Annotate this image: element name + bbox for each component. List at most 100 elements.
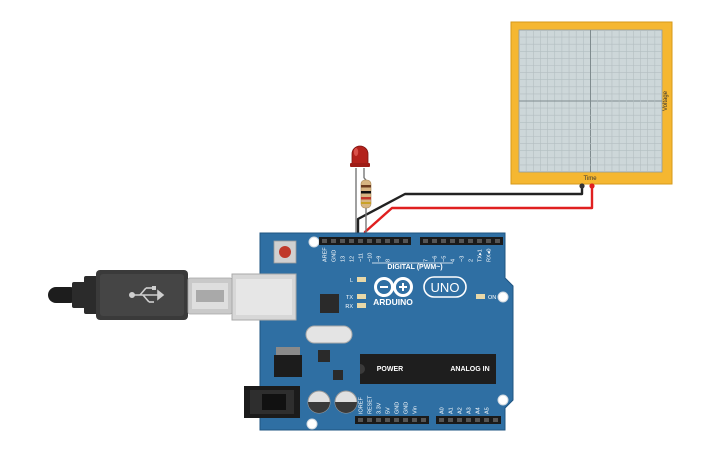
digital-right-pin[interactable] xyxy=(486,239,491,243)
svg-text:ON: ON xyxy=(488,295,496,301)
analog-pin-label: A4 xyxy=(476,407,482,414)
analog-pin-label: A3 xyxy=(467,407,473,414)
digital-left-pin[interactable] xyxy=(322,239,327,243)
digital-right-pin-label: ~5 xyxy=(442,256,448,262)
arduino-infinity-logo xyxy=(374,277,413,297)
analog-pin[interactable] xyxy=(475,418,480,422)
analog-pin-label: A2 xyxy=(458,407,464,414)
digital-right-pin-label: 2 xyxy=(469,259,475,262)
digital-right-pin-label: ~3 xyxy=(460,256,466,262)
digital-right-pin-label: 7 xyxy=(424,259,430,262)
digital-right-pin[interactable] xyxy=(432,239,437,243)
svg-text:L: L xyxy=(350,278,353,284)
power-header[interactable] xyxy=(355,416,429,424)
digital-left-pin[interactable] xyxy=(385,239,390,243)
digital-right-pin[interactable] xyxy=(423,239,428,243)
digital-right-pin[interactable] xyxy=(468,239,473,243)
digital-right-pin[interactable] xyxy=(495,239,500,243)
small-chip xyxy=(333,370,343,380)
power-pin[interactable] xyxy=(403,418,408,422)
power-pin[interactable] xyxy=(412,418,417,422)
digital-right-pin[interactable] xyxy=(459,239,464,243)
power-pin[interactable] xyxy=(376,418,381,422)
led-l: L xyxy=(350,277,366,284)
digital-left-pin-label: ~9 xyxy=(377,256,383,262)
digital-left-pin-label: 13 xyxy=(341,256,347,262)
digital-label: DIGITAL (PWM~) xyxy=(387,264,442,271)
digital-left-pin-label: AREF xyxy=(323,247,329,262)
power-pin[interactable] xyxy=(385,418,390,422)
power-pin-label: IOREF xyxy=(359,397,365,414)
digital-right-pin[interactable] xyxy=(477,239,482,243)
power-jack xyxy=(244,386,300,418)
power-pin-label: RESET xyxy=(368,395,374,414)
led-on: ON xyxy=(476,294,496,301)
digital-left-pin[interactable] xyxy=(367,239,372,243)
digital-left-pin[interactable] xyxy=(376,239,381,243)
digital-right-pin[interactable] xyxy=(450,239,455,243)
analog-pin[interactable] xyxy=(448,418,453,422)
arduino-brand: ARDUINO xyxy=(373,297,413,307)
digital-header-right[interactable] xyxy=(420,237,503,245)
power-pin-label: Vin xyxy=(413,406,419,414)
reset-button[interactable] xyxy=(273,240,297,264)
digital-left-pin[interactable] xyxy=(403,239,408,243)
digital-left-pin[interactable] xyxy=(394,239,399,243)
oscilloscope-grid xyxy=(519,30,662,172)
digital-right-pin[interactable] xyxy=(441,239,446,243)
digital-header-left[interactable] xyxy=(319,237,411,245)
analog-pin[interactable] xyxy=(457,418,462,422)
svg-text:RX: RX xyxy=(345,304,353,310)
power-pin-label: GND xyxy=(404,402,410,414)
capacitor xyxy=(334,390,358,414)
analog-pin-label: A5 xyxy=(485,407,491,414)
analog-pin-label: A0 xyxy=(440,407,446,414)
usb-icon xyxy=(129,286,165,303)
mounting-hole xyxy=(497,394,509,406)
mounting-hole xyxy=(306,418,318,430)
usb-cable[interactable] xyxy=(48,270,233,320)
arduino-board[interactable]: L TX RX ON ARDUINO UNO xyxy=(231,232,514,431)
digital-left-pin[interactable] xyxy=(349,239,354,243)
power-pin-label: GND xyxy=(395,402,401,414)
crystal xyxy=(305,325,353,344)
usb-chip xyxy=(320,294,339,313)
analog-pin[interactable] xyxy=(484,418,489,422)
analog-label: ANALOG IN xyxy=(450,366,489,373)
resistor[interactable] xyxy=(360,177,372,240)
led[interactable] xyxy=(350,145,370,240)
digital-left-pin-label: ~10 xyxy=(368,253,374,262)
wire-ground[interactable] xyxy=(356,186,584,240)
digital-left-pin[interactable] xyxy=(358,239,363,243)
power-pin-label: 5V xyxy=(386,407,392,414)
digital-left-pin-label: 12 xyxy=(350,256,356,262)
analog-pin[interactable] xyxy=(466,418,471,422)
oscilloscope-ground-terminal[interactable] xyxy=(579,183,585,189)
microcontroller-chip xyxy=(360,354,496,384)
digital-left-pin[interactable] xyxy=(340,239,345,243)
power-pin[interactable] xyxy=(367,418,372,422)
oscilloscope[interactable]: Time Voltage xyxy=(510,21,673,189)
svg-text:TX: TX xyxy=(346,295,353,301)
digital-right-pin-label: TX▸1 xyxy=(478,249,484,262)
digital-left-pin-label: 8 xyxy=(386,259,392,262)
capacitor xyxy=(307,390,331,414)
mounting-hole xyxy=(497,291,509,303)
analog-pin[interactable] xyxy=(439,418,444,422)
led-rx: RX xyxy=(345,303,366,310)
analog-pin-label: A1 xyxy=(449,407,455,414)
power-pin[interactable] xyxy=(358,418,363,422)
oscilloscope-y-label: Voltage xyxy=(663,90,669,111)
analog-header[interactable] xyxy=(436,416,501,424)
voltage-regulator xyxy=(274,347,302,377)
digital-left-pin-label: GND xyxy=(332,250,338,262)
power-pin[interactable] xyxy=(394,418,399,422)
digital-left-pin[interactable] xyxy=(331,239,336,243)
oscilloscope-signal-terminal[interactable] xyxy=(589,183,595,189)
mounting-hole xyxy=(308,236,320,248)
svg-text:UNO: UNO xyxy=(431,280,460,295)
led-tx: TX xyxy=(346,294,366,301)
analog-pin[interactable] xyxy=(493,418,498,422)
power-pin[interactable] xyxy=(421,418,426,422)
